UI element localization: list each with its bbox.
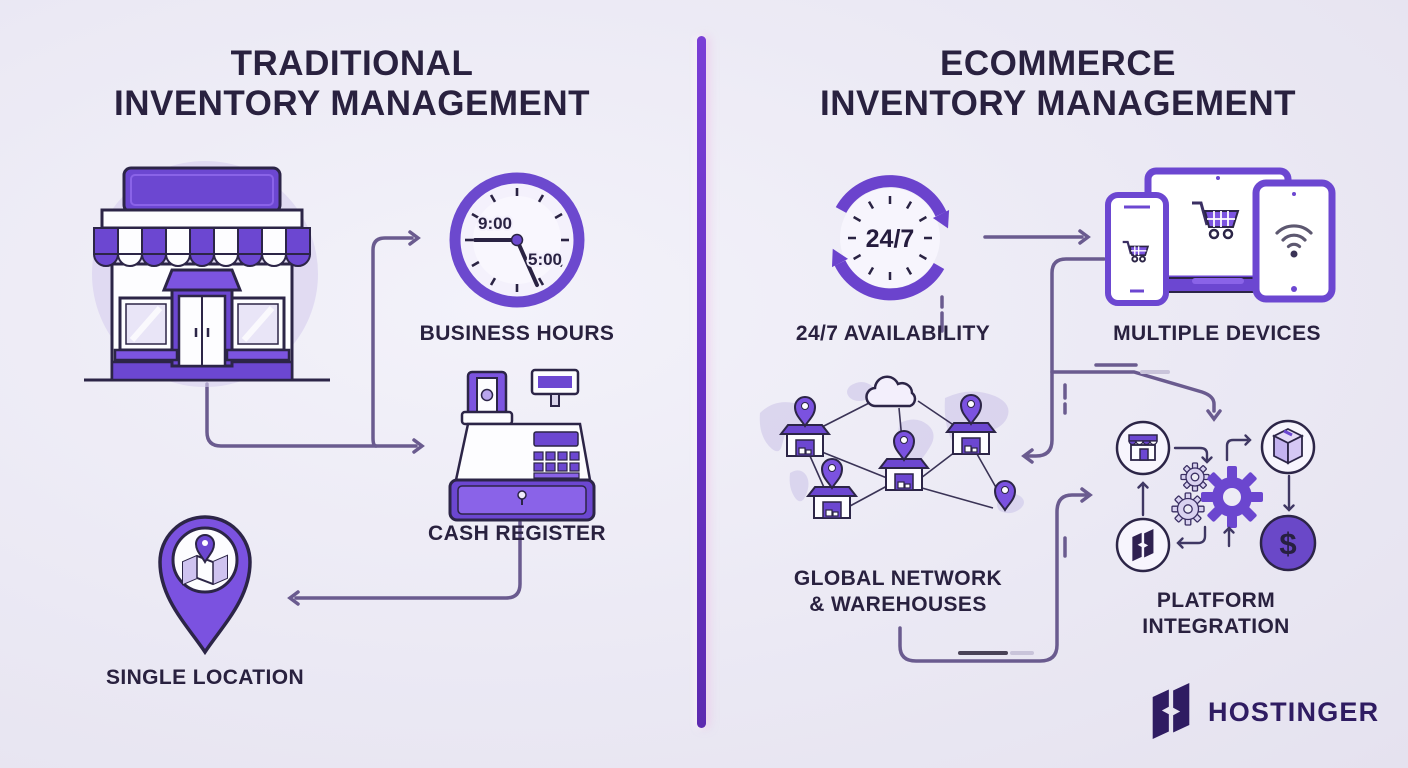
folded-map-icon [182, 554, 228, 586]
gear-icon-small [1180, 462, 1210, 492]
connector-devices-to-platform [1050, 370, 1216, 413]
connector-map-to-platform [898, 493, 1088, 663]
dash-mark [940, 295, 1138, 558]
global-network-label: GLOBAL NETWORK & WAREHOUSES [794, 566, 1002, 618]
clock-ticks [465, 188, 569, 292]
right-title-line1: ECOMMERCE [940, 44, 1176, 83]
register-bill-slot [460, 370, 514, 426]
brand-wordmark: HOSTINGER [1208, 697, 1380, 727]
platform-integration-icon: $ [1115, 419, 1317, 573]
platform-cycle-arrows [1137, 434, 1295, 549]
warehouse-icon [778, 424, 832, 457]
store-door [161, 268, 243, 368]
arrowhead-map [1021, 448, 1034, 464]
right-panel-title: ECOMMERCE INVENTORY MANAGEMENT [820, 44, 1296, 124]
map-pin-icon [959, 394, 983, 426]
network-edges [809, 399, 1003, 509]
storefront-icon [84, 161, 330, 387]
arrowhead-platform-right [1080, 487, 1093, 503]
register-keypad [533, 451, 580, 479]
tablet-icon [1252, 179, 1336, 303]
network-label-line1: GLOBAL NETWORK [793, 567, 1003, 590]
network-label-line2: & WAREHOUSES [809, 593, 987, 616]
wifi-icon [1275, 224, 1313, 258]
left-panel-title: TRADITIONAL INVENTORY MANAGEMENT [114, 44, 590, 124]
global-network-icon [759, 375, 1024, 519]
cash-register-icon [448, 368, 596, 522]
left-title-line2: INVENTORY MANAGEMENT [113, 84, 591, 123]
store-window-right [225, 296, 291, 362]
clock-close-time: 5:00 [528, 250, 562, 269]
dash-mark-light [1010, 370, 1170, 655]
platform-dollar-node [1259, 514, 1317, 572]
single-location-pin-icon [158, 515, 252, 656]
shopping-cart-icon-small [1122, 240, 1150, 263]
cloud-icon [865, 375, 917, 408]
warehouse-icon [944, 422, 998, 455]
hostinger-logo-icon [1152, 683, 1190, 739]
connector-store-to-register [205, 382, 418, 448]
single-location-label: SINGLE LOCATION [105, 666, 305, 689]
mini-storefront-icon [1128, 434, 1158, 461]
map-pin-icon [793, 396, 817, 428]
arrowhead-pin [287, 590, 300, 606]
panel-divider [697, 36, 706, 728]
availability-cycle-icon: 24/7 [831, 175, 950, 301]
store-window-left [113, 296, 179, 362]
smartphone-icon [1105, 192, 1169, 306]
map-pin-icon [993, 480, 1017, 512]
platform-hostinger-node [1115, 517, 1171, 573]
platform-integration-label: PLATFORM INTEGRATION [1142, 588, 1290, 640]
multiple-devices-label: MULTIPLE DEVICES [1113, 322, 1321, 345]
cycle-arrow-top [835, 175, 947, 217]
multiple-devices-icon [1105, 167, 1336, 306]
connector-store-to-clock [371, 236, 414, 448]
clock-hour-hand [515, 238, 539, 287]
gear-icon-small [1171, 492, 1205, 526]
availability-label: 24/7 AVAILABILITY [795, 322, 991, 345]
business-hours-label: BUSINESS HOURS [419, 322, 615, 345]
arrowhead-devices [1078, 229, 1091, 245]
store-awning [92, 227, 312, 267]
platform-label-line2: INTEGRATION [1142, 615, 1290, 638]
clock-open-time: 9:00 [478, 214, 512, 233]
right-title-line2: INVENTORY MANAGEMENT [819, 84, 1297, 123]
arrowhead-platform-down [1206, 409, 1222, 422]
mini-pin-icon [194, 534, 216, 565]
availability-badge-text: 24/7 [866, 225, 915, 253]
availability-ticks [848, 196, 932, 280]
map-pin-icon [892, 430, 916, 462]
warehouse-icon [805, 486, 859, 519]
warehouse-icon [877, 458, 931, 491]
gear-icon-large [1201, 466, 1263, 528]
connector-devices-to-map [1026, 257, 1106, 458]
connector-register-to-pin [294, 520, 522, 600]
cash-register-label: CASH REGISTER [428, 522, 606, 545]
hostinger-h-icon [1132, 529, 1154, 562]
arrowhead-clock [408, 230, 421, 246]
left-title-line1: TRADITIONAL [230, 44, 474, 83]
business-hours-clock-icon: 9:00 5:00 [449, 172, 585, 308]
dollar-icon: $ [1279, 526, 1296, 561]
shopping-cart-icon [1192, 201, 1240, 240]
map-pin-icon [820, 458, 844, 490]
cycle-arrow-bottom [834, 260, 945, 301]
platform-label-line1: PLATFORM [1156, 589, 1276, 612]
package-box-icon [1271, 427, 1305, 465]
arrowhead-register [412, 438, 425, 454]
